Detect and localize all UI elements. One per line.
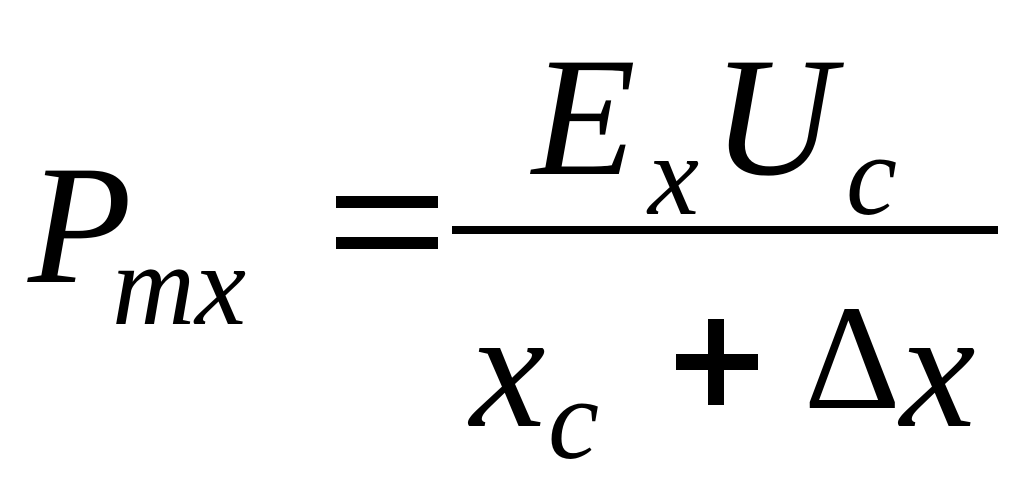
equals-sign-text: = [336,180,342,190]
numerator-e-symbol: E [532,23,636,211]
plus-sign-text: + [676,330,682,340]
numerator-e-subscript: x [648,112,700,239]
lhs-symbol: P [28,131,132,319]
fraction-bar [452,226,998,234]
denominator-delta-x-symbol: x [900,275,976,463]
lhs-subscript: mx [112,222,247,349]
equals-sign-top-bar [336,196,438,208]
denominator-x-symbol: x [470,275,546,463]
delta-symbol: Δ [804,275,901,441]
numerator-u-subscript: c [846,112,898,239]
denominator-x-subscript: c [548,356,600,483]
numerator-u-symbol: U [712,23,835,211]
equals-sign-bottom-bar [336,237,438,249]
plus-sign-horizontal [676,354,758,370]
